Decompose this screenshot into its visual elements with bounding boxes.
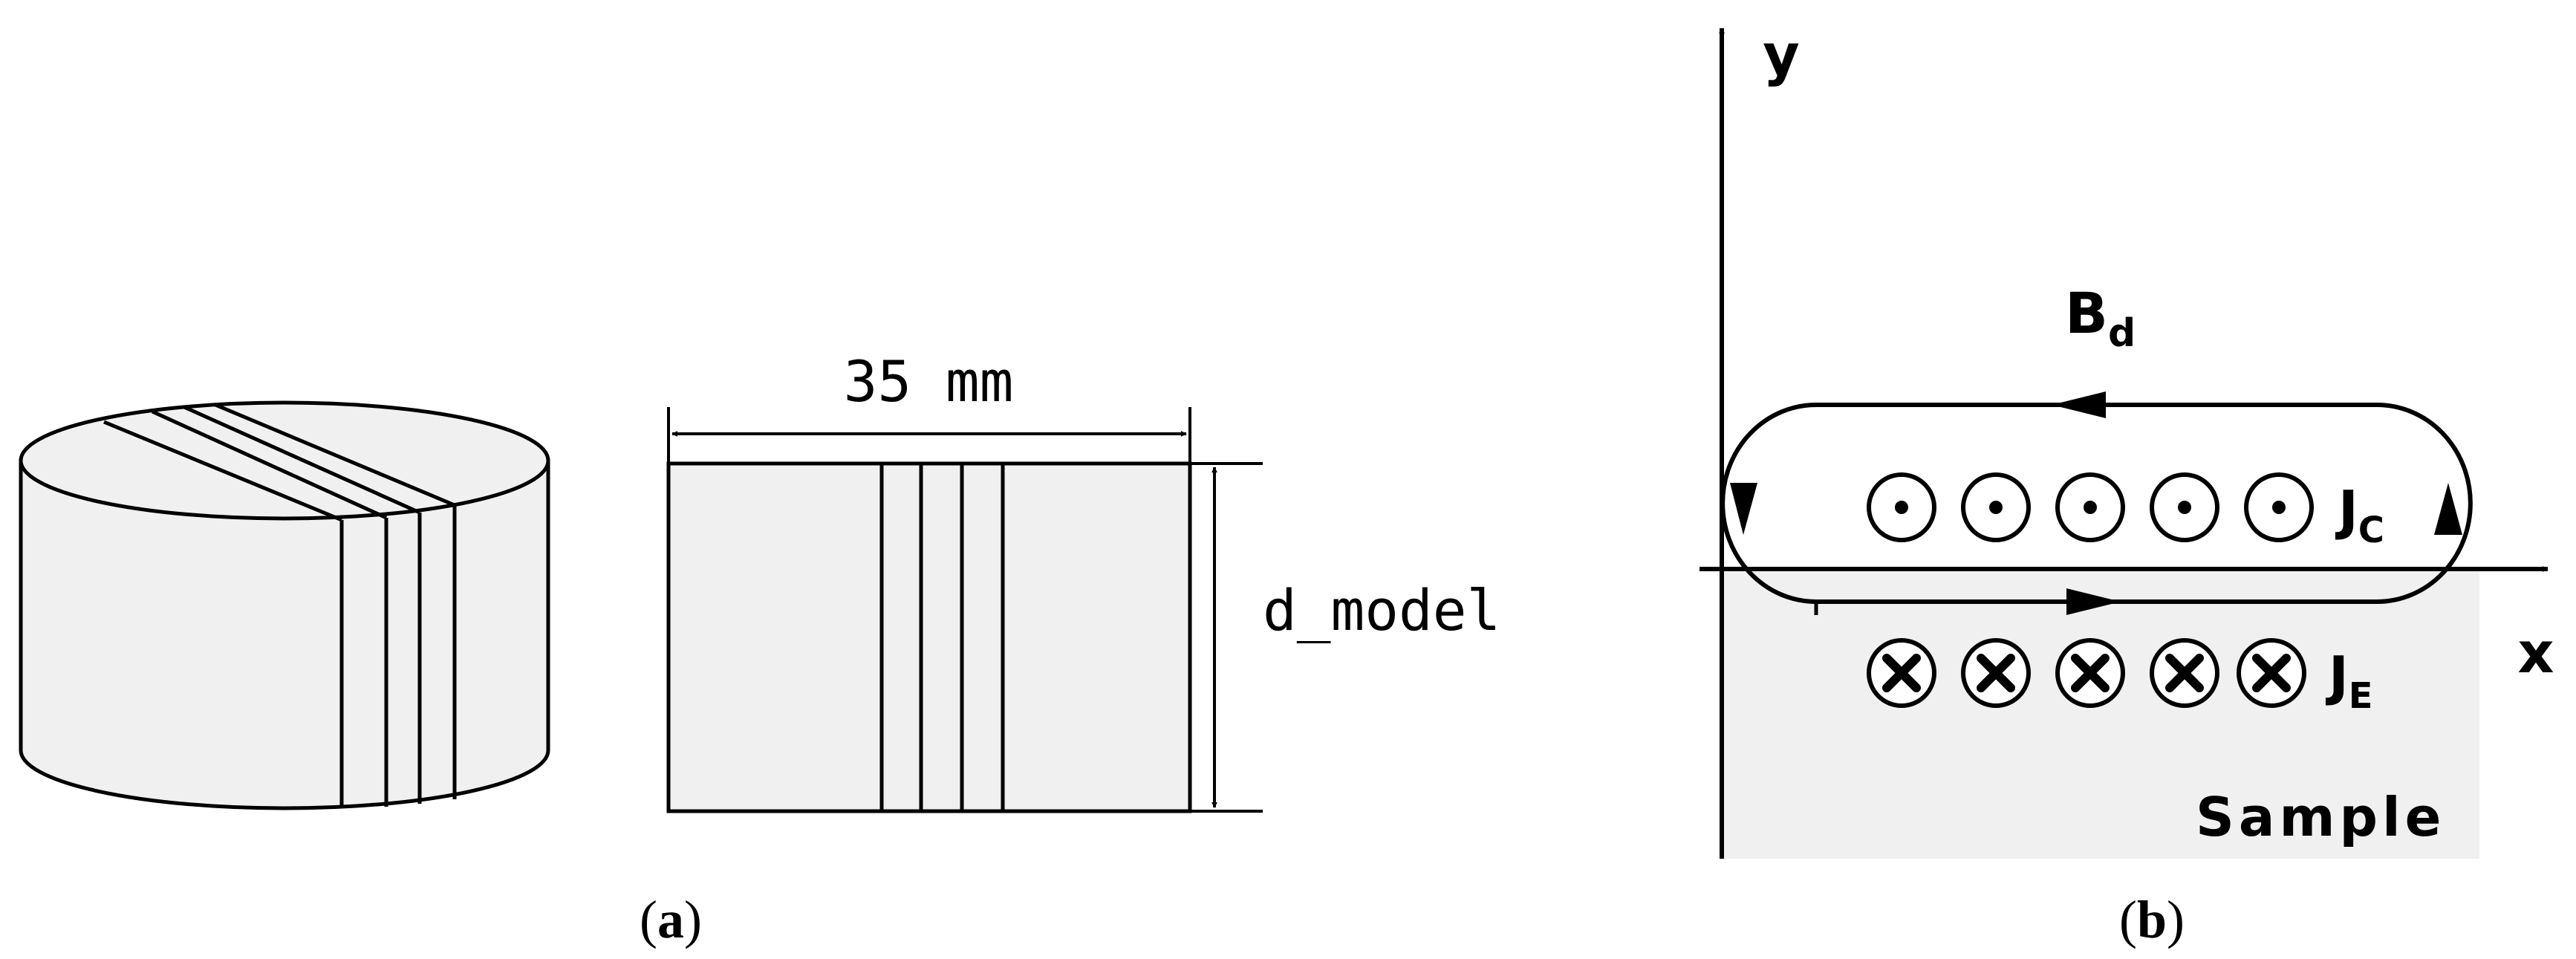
cylinder-top (19, 400, 550, 521)
current-in-icon (2237, 638, 2306, 708)
arrow-up-right (2434, 483, 2462, 535)
field-label: Bd (2065, 280, 2136, 356)
field-direction-arrows (1730, 391, 2462, 615)
x-axis-label: x (2517, 620, 2554, 686)
current-out-icon (1961, 472, 2031, 542)
caption-b: (b) (2119, 890, 2185, 949)
current-in-row (1867, 638, 2306, 708)
current-out-icon (1867, 472, 1936, 542)
current-out-row (1867, 472, 2314, 542)
current-in-icon (1961, 638, 2031, 708)
arrow-left-top (2052, 391, 2106, 418)
caption-a: (a) (640, 890, 702, 949)
panel-a: 35 mm d_model (a) (19, 348, 1500, 949)
current-in-icon (2150, 638, 2219, 708)
current-out-icon (2244, 472, 2314, 542)
width-label: 35 mm (844, 348, 1014, 415)
sample-label: Sample (2196, 786, 2446, 848)
cylinder-side-slits (339, 505, 457, 807)
cylinder-sample (19, 400, 550, 810)
current-out-icon (2150, 472, 2219, 542)
arrow-down-left (1730, 483, 1757, 535)
width-dimension (667, 407, 1191, 464)
current-in-icon (2055, 638, 2125, 708)
current-out-icon (2055, 472, 2125, 542)
cylinder-top-slits (103, 403, 455, 522)
current-in-label: JE (2325, 645, 2373, 717)
height-dimension (1190, 462, 1263, 813)
field-loop (1720, 403, 2473, 604)
current-out-label: JC (2335, 479, 2384, 551)
arrow-right-bottom (2066, 588, 2121, 615)
y-axis-label: y (1763, 22, 1800, 88)
cross-section-rect (666, 461, 1192, 813)
current-in-icon (1867, 638, 1936, 708)
height-label: d_model (1263, 577, 1500, 643)
sample-region (1722, 569, 2479, 859)
cross-section (666, 461, 1192, 813)
cylinder-body (19, 458, 550, 810)
panel-b: y x Bd JC (1700, 22, 2554, 949)
